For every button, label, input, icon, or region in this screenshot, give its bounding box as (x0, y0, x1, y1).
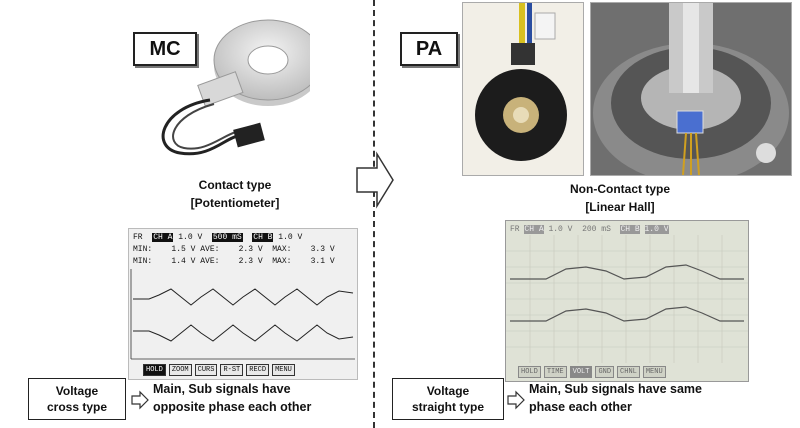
mc-caption-line2: [Potentiometer] (190, 196, 280, 210)
mc-recd-button[interactable]: RECD (246, 364, 270, 376)
hall-sensor-photo (462, 2, 584, 176)
pa-scope-row1: FR CH A 1.0 V 200 mS CH B 1.0 V (510, 225, 669, 234)
pa-voltage-line2: straight type (411, 400, 484, 414)
mc-description: Main, Sub signals have opposite phase ea… (153, 380, 368, 416)
pa-waveforms (506, 235, 748, 363)
mc-hold-button[interactable]: HOLD (143, 364, 166, 376)
mc-rst-button[interactable]: R-ST (220, 364, 244, 376)
pa-label: PA (400, 32, 458, 66)
mc-label-text: MC (149, 37, 181, 60)
pa-oscilloscope: FR CH A 1.0 V 200 mS CH B 1.0 V HOLD TIM… (505, 220, 749, 382)
pa-sub-signal (510, 306, 744, 322)
mc-label: MC (133, 32, 197, 66)
pa-caption: Non-Contact type [Linear Hall] (525, 180, 715, 216)
pa-time-button[interactable]: TIME (543, 366, 567, 378)
mc-scope-row2: MIN: 1.5 V AVE: 2.3 V MAX: 3.3 V (133, 245, 335, 254)
pa-label-text: PA (415, 37, 443, 60)
mc-voltage-type-box: Voltage cross type (28, 378, 126, 420)
mc-voltage-line2: cross type (46, 400, 108, 414)
pa-voltage-line1: Voltage (426, 384, 470, 398)
mc-waveforms (130, 269, 355, 360)
pa-caption-line1: Non-Contact type (570, 182, 670, 196)
pa-gnd-button[interactable]: GND (595, 366, 615, 378)
mc-oscilloscope: FR CH A 1.0 V 500 mS CH B 1.0 V MIN: 1.5… (128, 228, 358, 380)
mc-scope-row3: MIN: 1.4 V AVE: 2.3 V MAX: 3.1 V (133, 257, 335, 266)
pa-volt-button[interactable]: VOLT (569, 366, 593, 378)
potentiometer-image (161, 19, 310, 156)
pa-pointer-arrow-icon (507, 390, 525, 410)
pa-menu-button[interactable]: MENU (642, 366, 666, 378)
mc-main-signal (133, 288, 354, 306)
mc-desc-line2: opposite phase each other (153, 400, 312, 414)
pa-caption-line2: [Linear Hall] (585, 200, 655, 214)
pa-hold-button[interactable]: HOLD (518, 366, 541, 378)
installed-sensor-photo (590, 2, 792, 176)
pa-scope-buttons: HOLD TIME VOLT GND CHNL MENU (518, 366, 666, 378)
mc-curs-button[interactable]: CURS (194, 364, 218, 376)
mc-scope-buttons: HOLD ZOOM CURS R-ST RECD MENU (143, 364, 295, 376)
pa-desc-line1: Main, Sub signals have same (529, 382, 702, 396)
mc-caption: Contact type [Potentiometer] (150, 176, 320, 212)
pa-main-signal (510, 264, 744, 280)
mc-menu-button[interactable]: MENU (272, 364, 295, 376)
pa-desc-line2: phase each other (529, 400, 632, 414)
mc-voltage-line1: Voltage (55, 384, 99, 398)
mc-pointer-arrow-icon (131, 390, 149, 410)
pa-description: Main, Sub signals have same phase each o… (529, 380, 759, 416)
mc-desc-line1: Main, Sub signals have (153, 382, 291, 396)
mc-caption-line1: Contact type (198, 178, 272, 192)
pa-chnl-button[interactable]: CHNL (617, 366, 640, 378)
mc-scope-row1: FR CH A 1.0 V 500 mS CH B 1.0 V (133, 233, 303, 242)
center-divider (373, 0, 375, 428)
mc-zoom-button[interactable]: ZOOM (168, 364, 192, 376)
right-arrow-icon (356, 151, 394, 209)
mc-sub-signal (133, 324, 354, 342)
pa-voltage-type-box: Voltage straight type (392, 378, 504, 420)
